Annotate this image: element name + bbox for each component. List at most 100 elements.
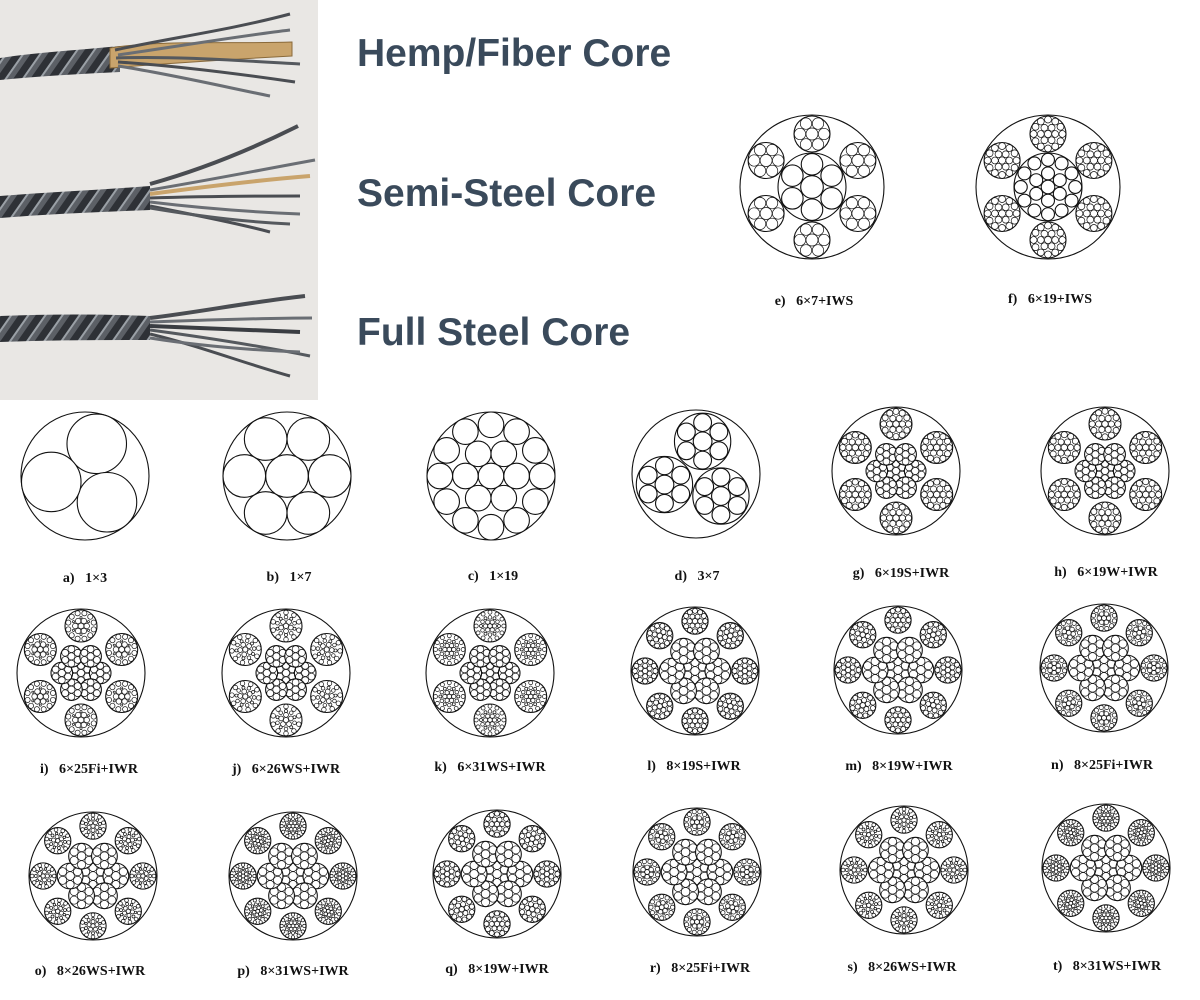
wire [849,634,856,641]
wire [444,697,450,703]
wire [503,926,509,932]
wire [882,457,891,466]
wire [862,621,869,628]
wire [1100,810,1104,814]
wire [258,902,262,906]
wire [251,652,255,656]
wire [24,690,31,697]
wire [1044,250,1052,259]
wire [888,487,897,496]
rope-core-photo [0,0,318,400]
wire [115,706,122,713]
wire [652,877,658,883]
wire [1108,613,1112,616]
wire [133,910,138,915]
wire [1146,635,1152,641]
wire [279,923,284,928]
wire [897,712,904,719]
wire [1040,207,1056,222]
wire [858,863,862,868]
wire [860,836,865,840]
wire [540,654,545,659]
wire [889,617,896,623]
wire [935,843,940,848]
wire [120,835,124,839]
wire [1052,186,1067,201]
wire [691,830,697,835]
wire [52,845,56,849]
wire [262,911,267,915]
wire [895,446,904,455]
wire [927,501,934,509]
wire [1111,691,1120,701]
wire [1090,224,1098,232]
wire [938,836,944,841]
wire [321,914,325,919]
wire [1060,620,1066,626]
wire [122,659,129,666]
wire [1069,626,1075,632]
wire [926,628,933,634]
wire [659,823,665,829]
wire [143,867,148,871]
wire [1057,485,1065,493]
wire [504,897,513,907]
wire [532,846,538,852]
wire [1134,825,1138,830]
wire [671,465,691,485]
wire [654,456,674,476]
wire [239,660,246,666]
wire [874,689,884,699]
wire [736,861,742,867]
wire [693,450,713,470]
wire [946,898,952,903]
wire [1051,248,1059,257]
wire [901,928,907,934]
wire [642,864,645,868]
wire [494,729,500,735]
wire [680,887,691,897]
wire [479,624,483,628]
wire [886,722,892,728]
wire [1048,491,1055,498]
wire [131,899,136,904]
wire [480,849,491,859]
wire [651,631,658,638]
wire [265,871,275,881]
wire [485,826,491,833]
wire [1113,910,1118,915]
wire [732,842,736,845]
wire [1088,691,1097,701]
wire [318,875,328,885]
wire [331,844,336,848]
caption-m: m) 8×19W+IWR [845,759,953,774]
wire [722,863,732,873]
wire [81,610,88,617]
wire [658,637,664,644]
wire [300,929,305,934]
wire [633,673,640,679]
wire [451,913,458,920]
wire [1070,824,1075,828]
wire [536,913,543,920]
wire [684,916,690,922]
wire [93,656,101,664]
wire [87,620,90,624]
wire [662,828,665,832]
wire [295,917,299,922]
wire [933,490,941,499]
wire [237,706,243,712]
wire [1115,816,1120,821]
wire [1064,438,1071,446]
wire [530,690,536,696]
wire [454,698,459,703]
wire [1049,660,1052,664]
wire [1112,427,1120,434]
wire [1106,715,1112,721]
wire [1113,891,1122,901]
wire [1067,480,1075,487]
wire [312,687,318,693]
wire [936,485,944,493]
wire [539,868,546,875]
wire [440,706,445,711]
